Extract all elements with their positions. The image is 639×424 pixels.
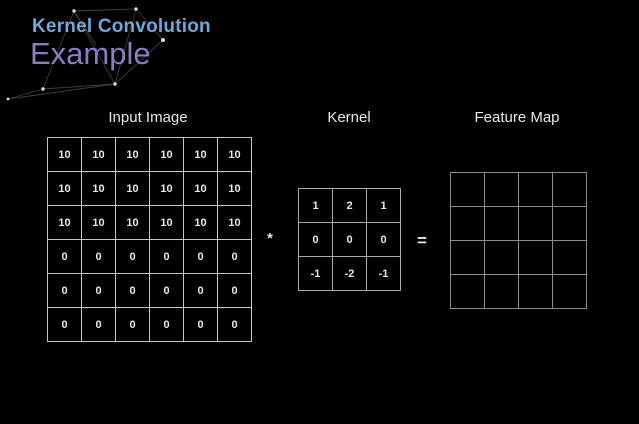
grid-cell: 0 [81,239,116,274]
grid-cell [450,274,485,309]
grid-cell: 0 [149,307,184,342]
grid-cell: 0 [115,307,150,342]
grid-cell: 10 [81,205,116,240]
grid-cell: -1 [366,256,401,291]
grid-cell: 2 [332,188,367,223]
grid-cell [518,240,553,275]
grid-cell: 0 [298,222,333,257]
grid-cell: 10 [149,137,184,172]
grid-cell [450,240,485,275]
grid-cell: 10 [149,171,184,206]
grid-cell [450,206,485,241]
grid-cell: 10 [183,137,218,172]
grid-cell: 10 [217,171,252,206]
grid-cell: 1 [366,188,401,223]
grid-cell: 10 [47,205,82,240]
grid-cell: 10 [115,205,150,240]
slide-subtitle: Example [30,36,151,71]
grid-cell: 10 [217,137,252,172]
grid-cell: -2 [332,256,367,291]
grid-cell: 10 [47,137,82,172]
constellation-decoration [6,7,165,101]
grid-cell: 0 [47,307,82,342]
grid-cell: 10 [81,137,116,172]
grid-cell: 0 [47,239,82,274]
grid-cell: 0 [183,307,218,342]
grid-cell: 10 [217,205,252,240]
grid-cell [552,240,587,275]
grid-cell: 10 [81,171,116,206]
grid-cell: 1 [298,188,333,223]
grid-cell: 0 [217,307,252,342]
feature-map-grid [450,172,587,309]
grid-cell: 0 [183,273,218,308]
grid-cell [484,172,519,207]
grid-cell [552,274,587,309]
grid-cell: 0 [47,273,82,308]
grid-cell [484,240,519,275]
grid-cell [484,274,519,309]
grid-cell: 10 [183,171,218,206]
grid-cell: 0 [81,273,116,308]
grid-cell [518,206,553,241]
grid-cell [552,172,587,207]
grid-cell: 0 [115,273,150,308]
convolution-operator: * [267,230,273,247]
grid-cell: 10 [183,205,218,240]
grid-cell [484,206,519,241]
equals-operator: = [417,231,427,250]
feature-map-label: Feature Map [474,109,560,126]
grid-cell [518,274,553,309]
slide-title: Kernel Convolution [32,16,211,37]
grid-cell: 0 [217,239,252,274]
grid-cell: 0 [366,222,401,257]
grid-cell: 0 [149,273,184,308]
grid-cell [552,206,587,241]
grid-cell: -1 [298,256,333,291]
grid-cell [518,172,553,207]
grid-cell: 0 [183,239,218,274]
grid-cell: 0 [149,239,184,274]
grid-cell: 0 [217,273,252,308]
input-image-label: Input Image [108,109,188,126]
grid-cell: 10 [115,171,150,206]
grid-cell: 0 [115,239,150,274]
kernel-label: Kernel [327,109,371,126]
grid-cell: 0 [81,307,116,342]
grid-cell [450,172,485,207]
grid-cell: 0 [332,222,367,257]
grid-cell: 10 [47,171,82,206]
grid-cell: 10 [115,137,150,172]
grid-cell: 10 [149,205,184,240]
